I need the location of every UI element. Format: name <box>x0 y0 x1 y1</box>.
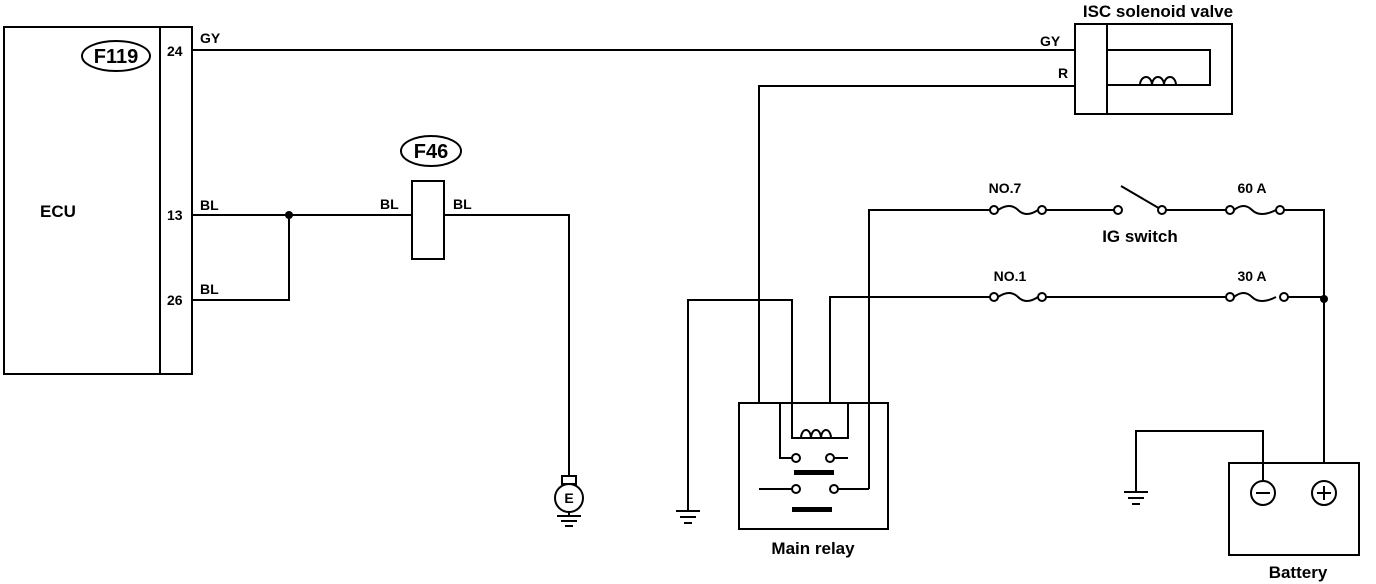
isc-valve-box <box>1074 23 1233 115</box>
fuse-30a-terminal-right <box>1279 292 1289 302</box>
ground-e-label: E <box>564 490 573 506</box>
battery-ground-wire <box>1135 430 1264 492</box>
wire-bl-26-line <box>192 215 290 301</box>
ground-e: E <box>554 475 584 527</box>
splice-dot <box>285 211 293 219</box>
battery-junction-dot <box>1320 295 1328 303</box>
ecu-pin-26: 26 <box>167 292 183 308</box>
wire-relay-to-no1 <box>829 296 990 403</box>
fuse-60a-to-battery <box>1284 209 1325 478</box>
fuse-no7-label: NO.7 <box>989 180 1022 196</box>
ig-switch-label: IG switch <box>1102 227 1178 246</box>
wire-gy-isc-label: GY <box>1040 33 1061 49</box>
fuse-no1-label: NO.1 <box>994 268 1027 284</box>
connector-f46-label: F46 <box>414 141 448 163</box>
wire-bl-26-label: BL <box>200 281 219 297</box>
wire-bl-13-label: BL <box>200 197 219 213</box>
relay-ground <box>676 299 793 524</box>
connector-f46-box <box>411 180 445 260</box>
main-relay-contact-1 <box>791 453 801 463</box>
wire-bl-f46-in-label: BL <box>380 196 399 212</box>
fuse-no7-element <box>997 205 1039 215</box>
isc-valve-coil-loop <box>1107 49 1211 86</box>
ecu-unit: ECU F119 24 13 26 <box>3 26 193 375</box>
fuse-no7-terminal-left <box>989 205 999 215</box>
fuse-60a-element <box>1233 205 1277 215</box>
connector-f119-label: F119 <box>94 46 138 68</box>
ig-switch: IG switch <box>1102 185 1226 246</box>
isc-valve-label: ISC solenoid valve <box>1083 2 1233 21</box>
fuse-60a-terminal-right <box>1275 205 1285 215</box>
fuse-no7-terminal-right <box>1037 205 1047 215</box>
connector-f46-oval <box>400 135 462 167</box>
fuse-30a-label: 30 A <box>1237 268 1266 284</box>
main-relay-coil-icon <box>800 429 832 439</box>
ecu-box <box>3 26 193 375</box>
wire-r-isc-label: R <box>1058 65 1068 81</box>
fuse-no1-element <box>997 292 1039 302</box>
battery-label: Battery <box>1269 563 1328 582</box>
isc-solenoid-valve: ISC solenoid valve R <box>1058 2 1233 115</box>
fuse-60a: 60 A <box>1225 180 1325 478</box>
battery-box <box>1228 462 1360 556</box>
fuse-no7: NO.7 <box>989 180 1114 215</box>
battery-ground <box>1124 430 1264 505</box>
ecu-pin-13: 13 <box>167 207 183 223</box>
fuse-30a-element <box>1233 292 1277 302</box>
wire-r-line <box>758 85 1075 489</box>
wire-gy-ecu-label: GY <box>200 30 221 46</box>
ecu-pin-24: 24 <box>167 43 183 59</box>
fuse-no1-terminal-left <box>989 292 999 302</box>
ground-e-stem <box>561 475 577 485</box>
main-relay-contact-3 <box>791 484 801 494</box>
main-relay-contact-wire-1 <box>779 403 792 459</box>
isc-valve-coil-icon <box>1139 76 1177 86</box>
wire-gy: GY GY <box>192 30 1075 51</box>
battery: Battery <box>1228 462 1360 582</box>
main-relay-armature-2 <box>792 507 832 512</box>
fuse-30a-terminal-left <box>1225 292 1235 302</box>
fuse-no1: NO.1 <box>989 268 1226 302</box>
fuse-60a-terminal-left <box>1225 205 1235 215</box>
fuse-no1-terminal-right <box>1037 292 1047 302</box>
main-relay-contact-2 <box>825 453 835 463</box>
connector-f46: F46 <box>400 135 462 260</box>
ig-switch-terminal-left <box>1113 205 1123 215</box>
main-relay: Main relay <box>738 402 889 558</box>
fuse-30a: 30 A <box>1225 268 1328 303</box>
wire-relay-to-no7 <box>868 209 990 489</box>
fuse-60a-label: 60 A <box>1237 180 1266 196</box>
ig-switch-lever <box>1120 185 1163 211</box>
wire-bl-to-ground <box>444 214 570 476</box>
relay-ground-wire <box>687 299 793 511</box>
connector-f119-oval <box>81 40 151 72</box>
ig-switch-terminal-right <box>1157 205 1167 215</box>
wire-bl-f46-out-label: BL <box>453 196 472 212</box>
wire-bl: BL BL BL BL <box>192 196 570 476</box>
main-relay-contact-4 <box>829 484 839 494</box>
ecu-label: ECU <box>40 202 76 221</box>
main-relay-armature-1 <box>794 470 834 475</box>
main-relay-label: Main relay <box>771 539 855 558</box>
